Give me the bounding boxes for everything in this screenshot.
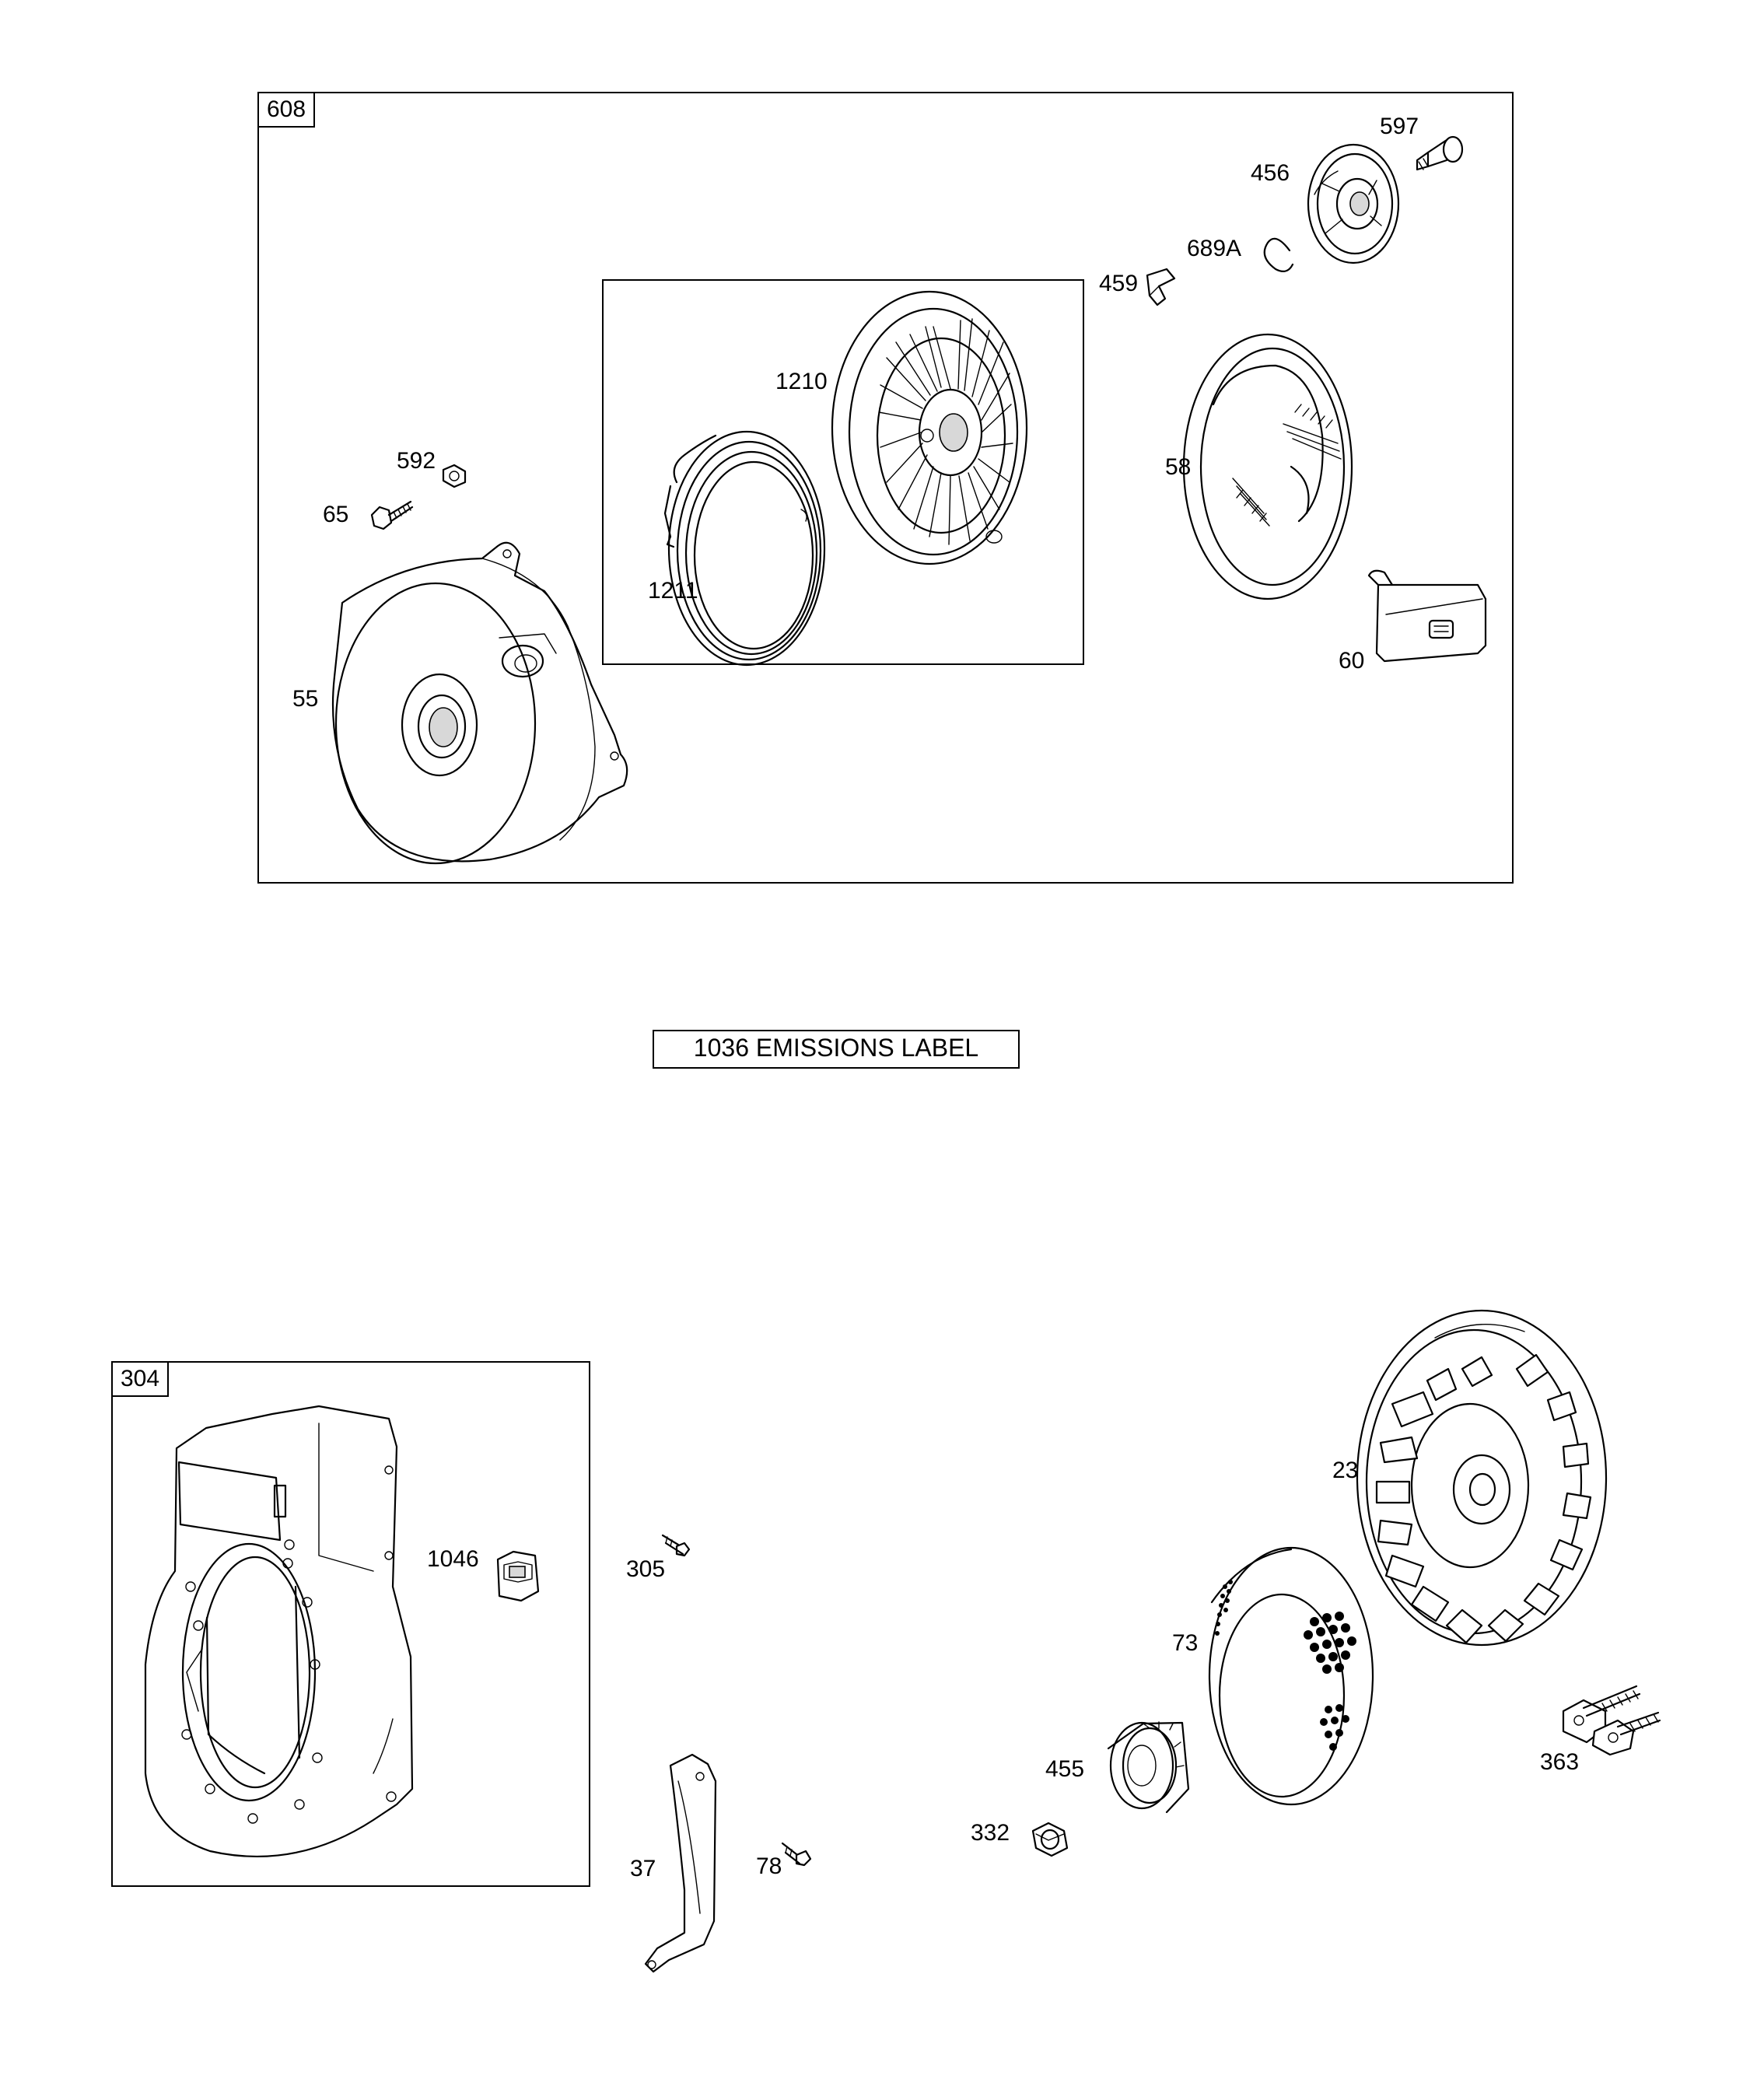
screw-part-78 — [781, 1842, 812, 1867]
armature-part-363 — [1562, 1685, 1661, 1756]
screw-part-305 — [661, 1534, 691, 1557]
callout-305: 305 — [626, 1556, 666, 1582]
callout-689a: 689A — [1187, 236, 1242, 261]
air-guide-part-37 — [644, 1753, 717, 1973]
callout-1210: 1210 — [775, 369, 828, 394]
flywheel-nut-part-332 — [1031, 1822, 1069, 1857]
blower-housing-group-frame — [111, 1361, 590, 1887]
rewind-starter-group-label: 608 — [259, 93, 316, 128]
callout-23: 23 — [1332, 1458, 1359, 1483]
callout-55: 55 — [292, 686, 319, 712]
callout-1211: 1211 — [648, 578, 698, 604]
callout-455: 455 — [1045, 1756, 1085, 1782]
blower-housing-part-304 — [144, 1405, 414, 1857]
flywheel-part-23 — [1356, 1309, 1608, 1647]
callout-78: 78 — [756, 1853, 782, 1879]
plug-part-1046 — [496, 1550, 540, 1602]
callout-1046: 1046 — [427, 1546, 479, 1572]
starter-housing-part-55 — [331, 541, 628, 865]
callout-73: 73 — [1172, 1630, 1199, 1656]
retainer-cup-part-456 — [1307, 143, 1400, 264]
starter-cup-part-455 — [1107, 1721, 1190, 1814]
rewind-starter-group-frame — [257, 92, 1514, 884]
pulley-subassembly-frame — [602, 279, 1084, 665]
retainer-ring-part-689a — [1263, 237, 1294, 273]
callout-58: 58 — [1165, 454, 1192, 480]
rotating-screen-part-73 — [1208, 1546, 1374, 1806]
callout-459: 459 — [1099, 271, 1139, 296]
starter-rope-part-58 — [1182, 333, 1353, 600]
callout-597: 597 — [1380, 114, 1419, 139]
pulley-part-1210 — [831, 290, 1028, 565]
nut-part-592 — [442, 464, 467, 488]
callout-65: 65 — [323, 502, 349, 527]
callout-60: 60 — [1339, 648, 1365, 674]
callout-363: 363 — [1540, 1749, 1580, 1775]
emissions-label-box: 1036 EMISSIONS LABEL — [653, 1030, 1020, 1069]
callout-456: 456 — [1251, 160, 1290, 186]
bolt-part-65 — [370, 500, 414, 530]
rewind-spring-part-1211 — [663, 430, 826, 667]
blower-housing-group-label: 304 — [113, 1363, 170, 1397]
callout-332: 332 — [971, 1820, 1010, 1846]
pawl-part-459 — [1146, 268, 1176, 306]
starter-handle-part-60 — [1367, 569, 1487, 663]
callout-592: 592 — [397, 448, 436, 474]
screw-part-597 — [1416, 135, 1464, 171]
callout-37: 37 — [630, 1856, 656, 1881]
